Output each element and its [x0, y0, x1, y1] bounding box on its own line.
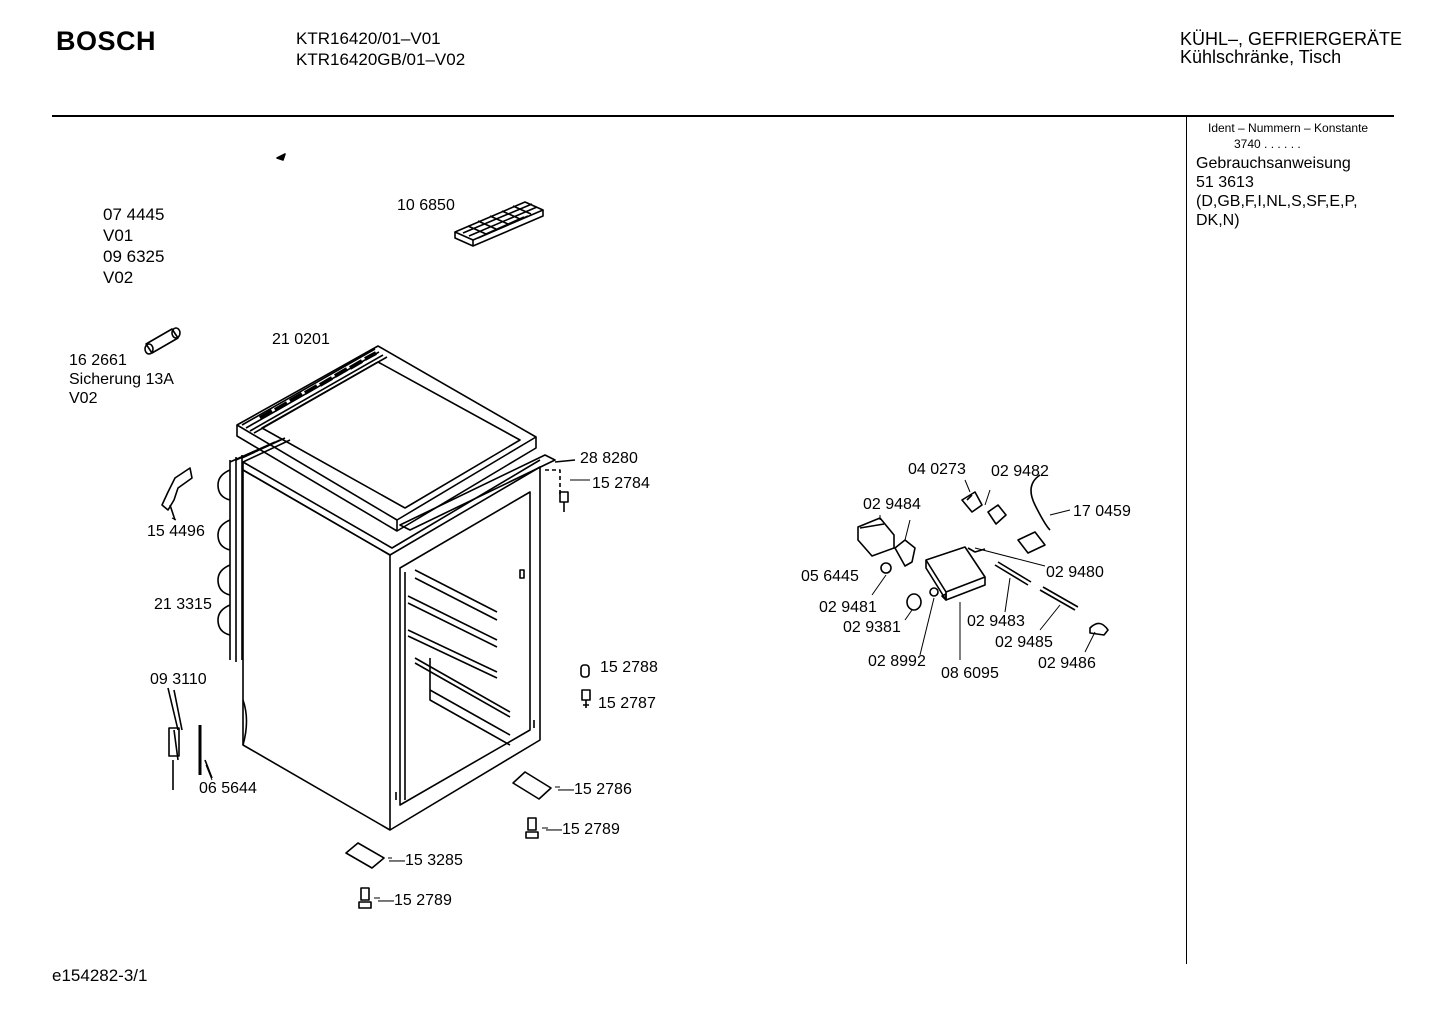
label-040273: 04 0273 — [908, 461, 966, 478]
variant-part-2: 09 6325 — [103, 247, 165, 266]
top-cover — [236, 345, 537, 532]
fuse-part — [144, 327, 181, 355]
condenser-coil — [217, 437, 286, 662]
variant-code-1: V01 — [103, 226, 134, 245]
label-029484: 02 9484 — [863, 496, 921, 513]
brand-logo: BOSCH — [56, 26, 157, 56]
leader-lines — [171, 479, 1096, 899]
ice-tray — [454, 201, 544, 247]
top-bracket — [399, 454, 576, 531]
category-subtitle: Kühlschränke, Tisch — [1180, 47, 1342, 67]
drawing-id: e154282-3/1 — [52, 966, 148, 985]
hinge-part — [161, 467, 193, 521]
manual-languages-2: DK,N) — [1196, 212, 1240, 229]
model-number-1: KTR16420/01–V01 — [296, 29, 441, 48]
thermostat-assembly — [857, 474, 1109, 636]
label-029480: 02 9480 — [1046, 564, 1104, 581]
ident-value: 3740 . . . . . . — [1234, 137, 1301, 151]
label-152784: 15 2784 — [592, 475, 650, 492]
screw-152789-a — [525, 817, 539, 839]
manual-languages-1: (D,GB,F,I,NL,S,SF,E,P, — [1196, 193, 1358, 210]
variant-part-1: 07 4445 — [103, 205, 165, 224]
label-029485: 02 9485 — [995, 634, 1053, 651]
sidebar-divider — [1186, 117, 1187, 964]
feet-parts — [580, 664, 591, 708]
cabinet-body — [242, 439, 541, 831]
label-152788: 15 2788 — [600, 659, 658, 676]
manual-number: 51 3613 — [1196, 174, 1254, 191]
fuse-variant: V02 — [69, 390, 98, 407]
screw-152789-b — [358, 887, 372, 909]
manual-label: Gebrauchsanweisung — [1196, 155, 1351, 172]
label-154496: 15 4496 — [147, 523, 205, 540]
fuse-description: Sicherung 13A — [69, 371, 174, 388]
label-213315: 21 3315 — [154, 596, 212, 613]
category-title: KÜHL–, GEFRIERGERÄTE — [1180, 29, 1403, 49]
label-288280: 28 8280 — [580, 450, 638, 467]
label-029486: 02 9486 — [1038, 655, 1096, 672]
label-056445: 05 6445 — [801, 568, 859, 585]
label-153285: —15 3285 — [389, 852, 463, 869]
label-028992: 02 8992 — [868, 653, 926, 670]
model-number-2: KTR16420GB/01–V02 — [296, 50, 466, 69]
label-210201: 21 0201 — [272, 331, 330, 348]
header-divider — [52, 115, 1394, 117]
fuse-part-number: 16 2661 — [69, 352, 127, 369]
label-029483: 02 9483 — [967, 613, 1025, 630]
label-093110: 09 3110 — [150, 671, 207, 688]
label-152789-b: —15 2789 — [378, 892, 452, 909]
label-152787: 15 2787 — [598, 695, 656, 712]
plate-153285 — [345, 842, 385, 869]
label-152786: —15 2786 — [558, 781, 632, 798]
screw-152784 — [559, 491, 569, 512]
label-106850: 10 6850 — [397, 197, 455, 214]
variant-code-2: V02 — [103, 268, 134, 287]
label-029482: 02 9482 — [991, 463, 1049, 480]
label-029481: 02 9481 — [819, 599, 877, 616]
label-029381: 02 9381 — [843, 619, 901, 636]
label-086095: 08 6095 — [941, 665, 999, 682]
plate-152786 — [512, 771, 552, 800]
sensor-part — [167, 687, 213, 790]
mark-dot — [276, 153, 286, 161]
ident-label: Ident – Nummern – Konstante — [1208, 121, 1369, 135]
label-152789-a: —15 2789 — [546, 821, 620, 838]
label-065644: 06 5644 — [199, 780, 257, 797]
label-170459: 17 0459 — [1073, 503, 1131, 520]
